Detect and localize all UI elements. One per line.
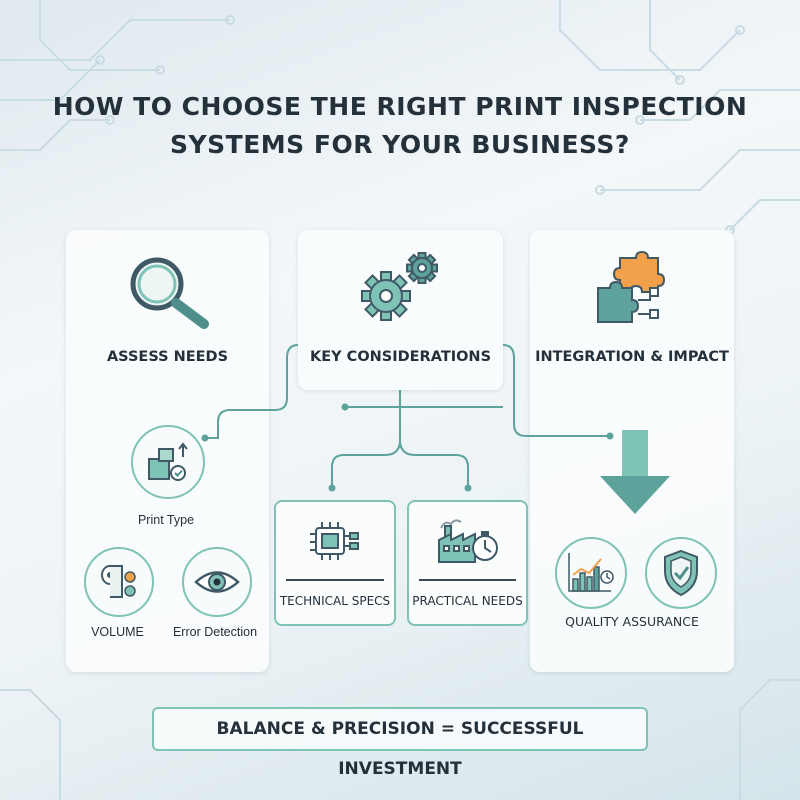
volume-circle <box>84 547 154 617</box>
print-type-label: Print Type <box>137 513 195 527</box>
conclusion-banner: BALANCE & PRECISION = SUCCESSFUL INVESTM… <box>152 707 648 779</box>
chip-icon <box>310 522 359 560</box>
down-arrow-icon <box>600 430 670 514</box>
key-considerations-label: KEY CONSIDERATIONS <box>309 349 492 365</box>
error-detection-label: Error Detection <box>172 625 258 639</box>
practical-needs-card: PRACTICAL NEEDS <box>407 500 528 626</box>
boxes-icon <box>148 442 188 481</box>
practical-needs-label: PRACTICAL NEEDS <box>412 594 523 608</box>
shield-check-icon <box>664 549 698 597</box>
technical-specs-label: TECHNICAL SPECS <box>279 594 391 608</box>
page-title: HOW TO CHOOSE THE RIGHT PRINT INSPECTION… <box>0 88 800 164</box>
magnifier-icon <box>130 257 209 329</box>
error-detection-circle <box>182 547 252 617</box>
assess-needs-label: ASSESS NEEDS <box>106 349 229 365</box>
gears-icon <box>361 252 438 321</box>
title-line-1: HOW TO CHOOSE THE RIGHT PRINT INSPECTION <box>52 92 748 121</box>
title-line-2: SYSTEMS FOR YOUR BUSINESS? <box>170 130 630 159</box>
paper-roll-icon <box>101 565 136 598</box>
print-type-circle <box>131 425 205 499</box>
quality-assurance-label: QUALITY ASSURANCE <box>565 614 699 629</box>
integration-impact-label: INTEGRATION & IMPACT <box>535 349 729 365</box>
eye-icon <box>194 571 240 593</box>
practical-needs-divider <box>419 579 516 581</box>
chart-circle <box>555 537 627 609</box>
bar-chart-icon <box>568 553 614 592</box>
puzzle-icon <box>597 250 666 323</box>
factory-clock-icon <box>438 519 498 563</box>
technical-specs-divider <box>286 579 384 581</box>
volume-label: VOLUME <box>91 625 144 639</box>
shield-circle <box>645 537 717 609</box>
technical-specs-card: TECHNICAL SPECS <box>274 500 396 626</box>
